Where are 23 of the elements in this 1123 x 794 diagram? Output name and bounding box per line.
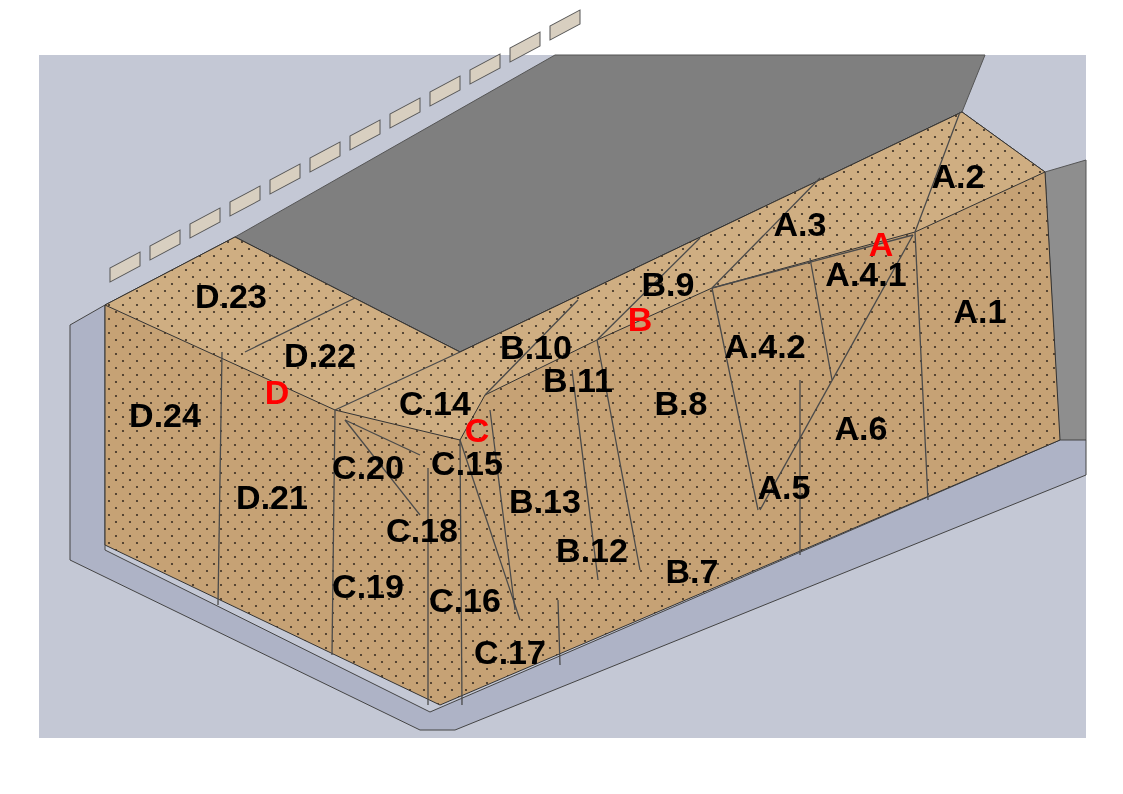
panel-label: A.1 [953,294,1007,328]
panel-label: D.21 [236,480,308,514]
panel-label: B.9 [641,267,695,301]
panel-label: C.14 [399,386,471,420]
panel-label: A.6 [834,411,888,445]
panel-label: B.7 [665,554,719,588]
panel-label: A.4.1 [825,257,907,291]
panel-label: A.3 [773,207,827,241]
panel-label: B.13 [509,484,581,518]
panel-label: C.18 [386,513,458,547]
panel-label: B.8 [654,386,708,420]
section-label: D [264,375,290,409]
panel-label: A.2 [931,159,985,193]
panel-label: B.11 [543,363,613,397]
panel-label: A.5 [757,470,811,504]
panel-label: C.17 [474,635,546,669]
panel-label: A.4.2 [724,329,806,363]
panel-label: B.12 [556,533,628,567]
panel-label: D.24 [129,398,201,432]
panel-label: C.16 [429,583,501,617]
panel-label: D.23 [195,279,267,313]
panel-label: C.19 [332,569,404,603]
panel-label: D.22 [284,338,356,372]
